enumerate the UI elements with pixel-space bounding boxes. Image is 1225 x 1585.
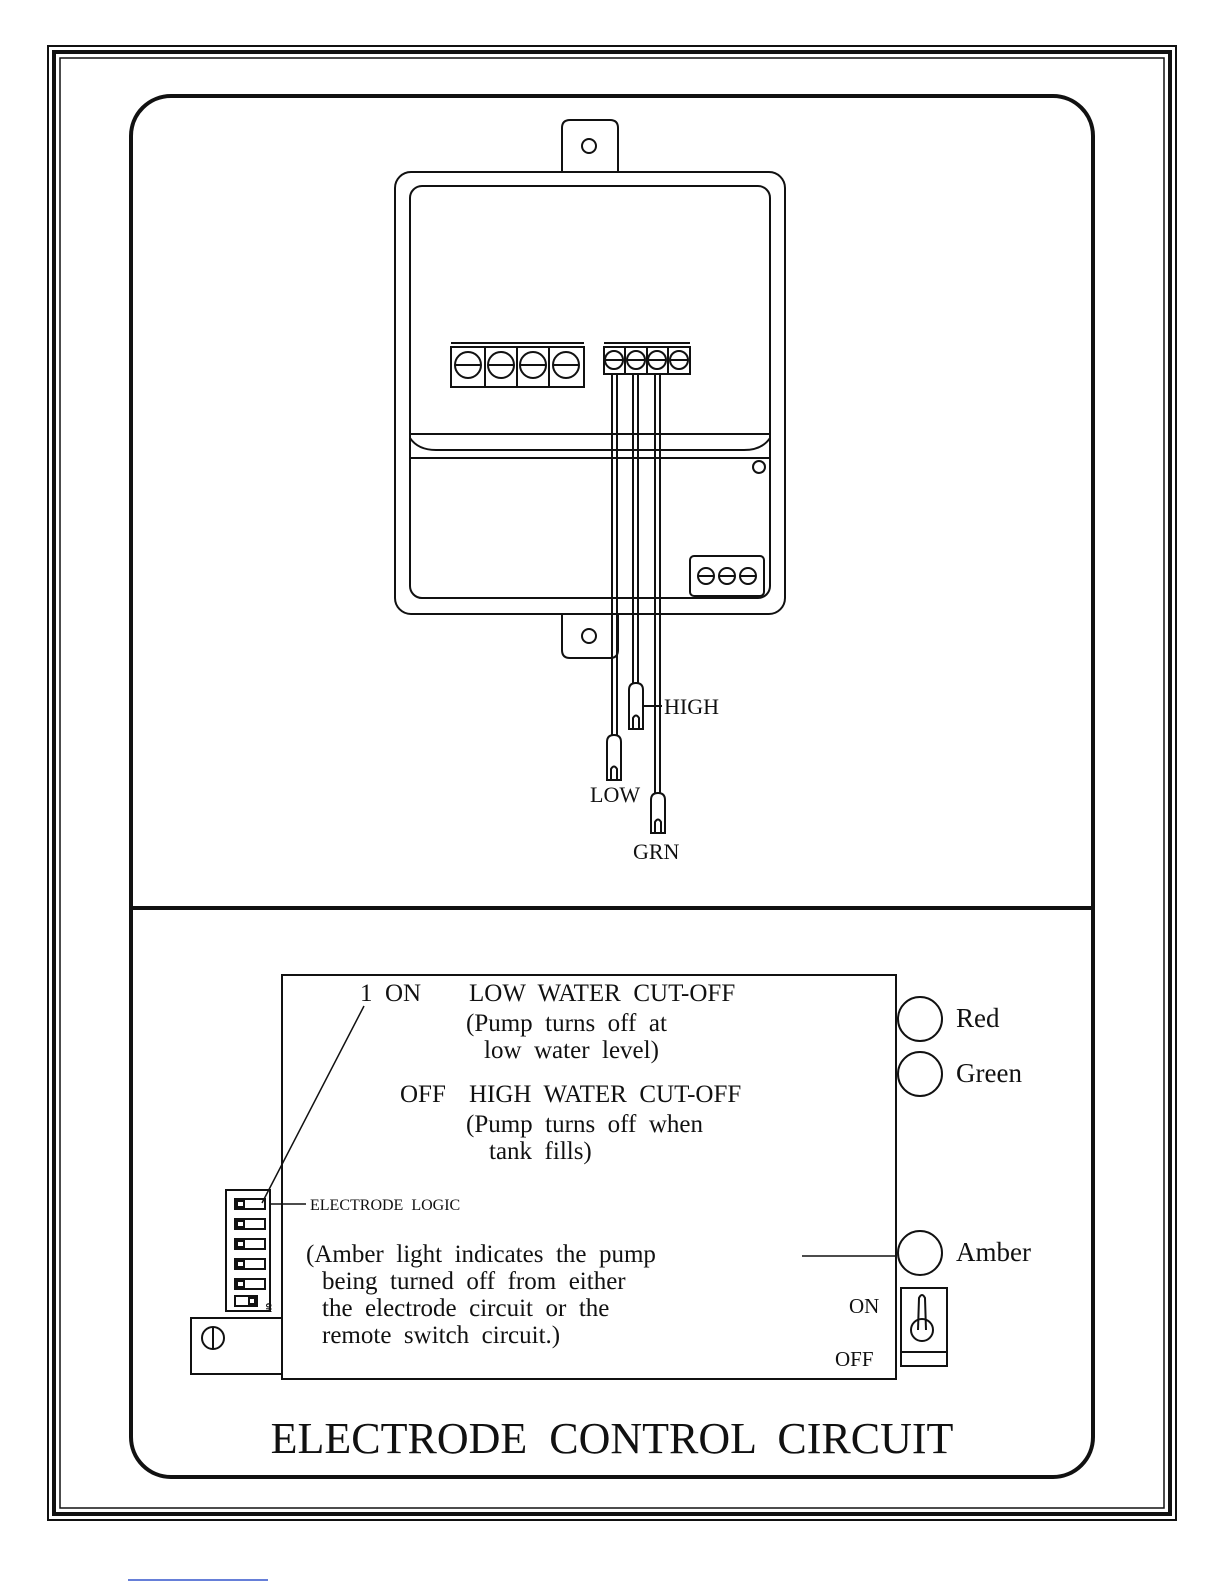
logic-panel-box [281,974,897,1380]
bottom-mounting-hole [581,628,597,644]
dip-switch-1 [234,1198,266,1210]
green-light [897,1051,943,1097]
housing-outer [394,171,786,615]
top-mounting-hole [581,138,597,154]
inner-panel [129,94,1095,1479]
green-light-label: Green [956,1058,1022,1088]
switch-off-label: OFF [835,1347,874,1371]
amber-light-label: Amber [956,1237,1031,1267]
red-light [897,996,943,1042]
housing-inner [409,185,771,599]
dip-switch-leader [261,1005,365,1204]
dip-switch-2 [234,1218,266,1230]
low-probe [606,733,622,781]
logic-on-mode: LOW WATER CUT-OFF [469,980,735,1007]
bottom-mounting-tab [561,613,619,659]
ground-probe [650,791,666,834]
dip-switch-3 [234,1238,266,1250]
dip-switch-5 [234,1278,266,1290]
dip-switch-6 [234,1295,258,1307]
logic-off-desc-2: tank fills) [489,1138,592,1165]
low-probe-label: LOW [590,782,640,807]
ground-probe-label: GRN [633,839,680,864]
amber-note-3: the electrode circuit or the [322,1295,609,1322]
logic-off-mode: HIGH WATER CUT-OFF [469,1081,741,1108]
probe-terminal-block [603,342,691,375]
high-probe [628,681,662,730]
amber-note-1: (Amber light indicates the pump [306,1241,656,1268]
logic-on-prefix: 1 ON [360,980,421,1007]
toggle-switch [900,1287,948,1367]
high-probe-label: HIGH [664,694,719,719]
amber-note-4: remote switch circuit.) [322,1322,560,1349]
amber-note-2: being turned off from either [322,1268,626,1295]
switch-on-label: ON [849,1294,879,1318]
outer-frame [47,45,1177,1521]
ground-terminal-block [689,555,765,597]
probe-wires [611,374,661,794]
diagram-title: ELECTRODE CONTROL CIRCUIT [271,1414,954,1463]
logic-on-desc-1: (Pump turns off at [466,1010,667,1037]
amber-light [897,1230,943,1276]
red-light-label: Red [956,1003,1000,1033]
adjust-screw [190,1317,283,1375]
power-terminal-block [450,342,585,388]
logic-off-prefix: OFF [400,1081,446,1108]
top-mounting-tab [561,119,619,174]
logic-on-desc-2: low water level) [484,1037,659,1064]
control-box [394,119,786,659]
logic-off-desc-1: (Pump turns off when [466,1111,704,1138]
dip-on-mark: ON [263,1303,272,1313]
dip-switch-4 [234,1258,266,1270]
lid-screw [752,460,766,474]
dip-switch-bank [225,1189,271,1312]
dip-label: ELECTRODE LOGIC [310,1197,460,1214]
lid-edge [409,437,771,451]
